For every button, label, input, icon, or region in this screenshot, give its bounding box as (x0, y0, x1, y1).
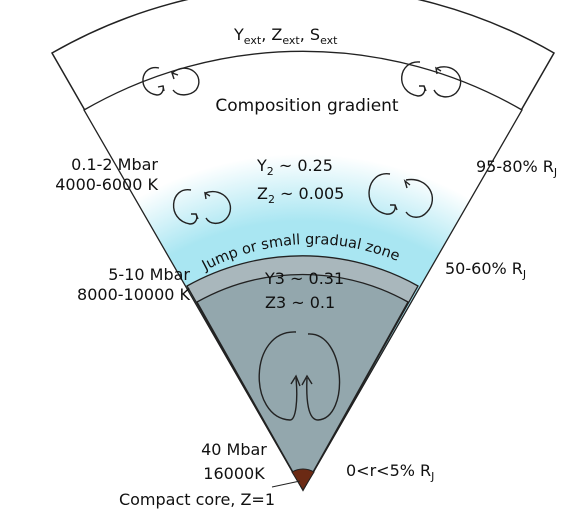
convection-cell-icon (258, 331, 341, 421)
compact-core (291, 468, 315, 491)
core-radius-label: 0<r<5% RJ (346, 461, 434, 483)
convection-cell-icon (172, 189, 232, 225)
lower-envelope-z-label: Z3 ~ 0.1 (265, 293, 335, 312)
upper-temperature-label: 4000-6000 K (55, 175, 158, 194)
core-temperature-label: 16000K (203, 464, 265, 483)
upper-envelope-y-label: Y2 ~ 0.25 (256, 156, 333, 178)
lower-envelope-y-label: Y3 ~ 0.31 (264, 269, 344, 288)
lower-pressure-label: 5-10 Mbar (108, 265, 190, 284)
upper-pressure-label: 0.1-2 Mbar (71, 155, 158, 174)
upper-radius-label: 95-80% RJ (476, 157, 557, 179)
compact-core-label: Compact core, Z=1 (119, 490, 275, 509)
convection-cell-icon (142, 67, 200, 96)
lower-radius-label: 50-60% RJ (445, 259, 526, 281)
lower-envelope-layer (196, 273, 409, 492)
upper-envelope-z-label: Z2 ~ 0.005 (257, 184, 344, 206)
convection-cell-icon (368, 173, 433, 218)
lower-temperature-label: 8000-10000 K (77, 285, 190, 304)
convection-cell-icon (401, 61, 462, 98)
core-pressure-label: 40 Mbar (201, 440, 267, 459)
composition-gradient-label: Composition gradient (215, 96, 399, 116)
outer-layer-label: Yext, Zext, Sext (233, 25, 338, 47)
core-pointer-line (271, 480, 301, 488)
